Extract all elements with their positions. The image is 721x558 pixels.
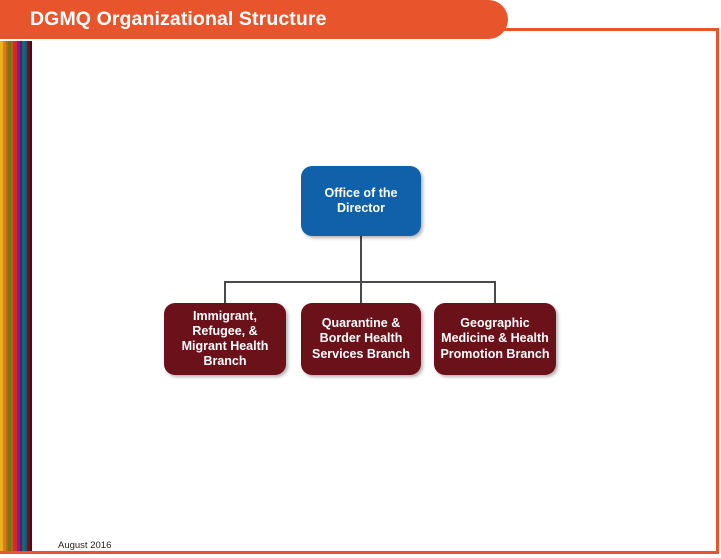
color-stripe-4	[11, 41, 13, 551]
color-stripe-6	[15, 41, 17, 551]
connector-horizontal-bus	[224, 281, 496, 283]
connector-drop-right	[494, 281, 496, 304]
org-node-label: Quarantine & Border Health Services Bran…	[312, 316, 410, 361]
footer-date: August 2016	[58, 540, 112, 551]
color-stripe-5	[13, 41, 15, 551]
page-title: DGMQ Organizational Structure	[30, 8, 327, 30]
color-stripe-0	[0, 41, 3, 551]
color-stripe-9	[22, 41, 25, 551]
color-stripe-11	[27, 41, 30, 551]
color-stripe-10	[25, 41, 27, 551]
org-node-label: Geographic Medicine & Health Promotion B…	[440, 316, 550, 361]
frame-right-border	[716, 28, 719, 553]
org-node-label: Immigrant, Refugee, & Migrant Health Bra…	[181, 308, 269, 369]
color-stripe-3	[8, 41, 11, 551]
decorative-color-stripes	[0, 41, 32, 551]
connector-root-stem	[360, 236, 362, 282]
header-bar: DGMQ Organizational Structure	[0, 0, 508, 39]
org-node-geographic-medicine-health-promotion-branch[interactable]: Geographic Medicine & Health Promotion B…	[434, 303, 556, 375]
connector-drop-left	[224, 281, 226, 304]
frame-top-border	[500, 28, 719, 31]
color-stripe-12	[30, 41, 32, 551]
frame-bottom-border	[0, 551, 719, 554]
org-node-immigrant-refugee-migrant-health-branch[interactable]: Immigrant, Refugee, & Migrant Health Bra…	[164, 303, 286, 375]
color-stripe-7	[17, 41, 20, 551]
org-node-quarantine-border-health-services-branch[interactable]: Quarantine & Border Health Services Bran…	[301, 303, 421, 375]
org-node-label: Office of the Director	[324, 185, 398, 215]
color-stripe-1	[3, 41, 6, 551]
color-stripe-8	[20, 41, 22, 551]
color-stripe-2	[6, 41, 8, 551]
connector-drop-middle	[360, 281, 362, 304]
org-node-office-of-the-director[interactable]: Office of the Director	[301, 166, 421, 236]
